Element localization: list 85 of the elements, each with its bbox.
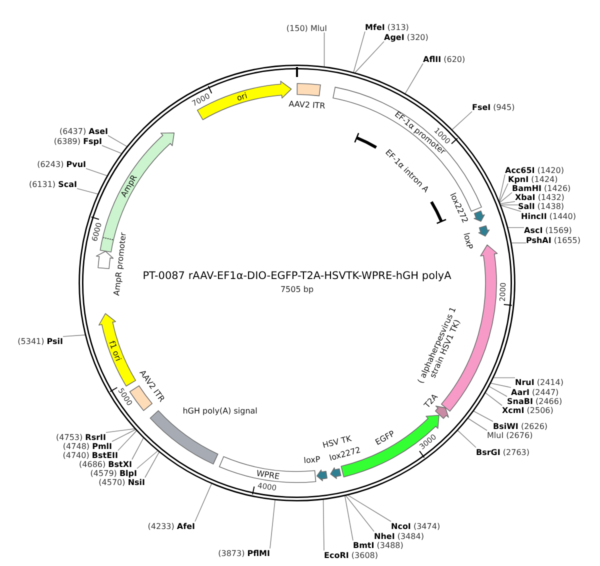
restriction-site-label: AflII (620) [423, 54, 466, 64]
leader-line [194, 482, 212, 522]
leader-line [467, 418, 488, 431]
restriction-site-label: (4740) BstEII [62, 450, 118, 460]
restriction-site-label: NruI (2414) [515, 378, 564, 386]
restriction-site-label: (150) MluI [286, 24, 327, 32]
restriction-site-label: XcmI (2506) [502, 406, 554, 414]
restriction-site-label: Acc65I (1420) [505, 166, 564, 174]
restriction-site-label: (4748) PmlI [62, 442, 112, 450]
leader-line [345, 494, 374, 532]
map-title: PT-0087 rAAV-EF1α-DIO-EGFP-T2A-HSVTK-WPRE-hGH polyA [142, 270, 452, 282]
leader-line [132, 437, 144, 460]
leader-line [451, 111, 472, 130]
restriction-site-label: BmtI (3488) [353, 540, 404, 550]
restriction-site-label: NheI (3484) [374, 532, 424, 540]
leader-line [112, 428, 136, 442]
restriction-site-label: AgeI (320) [384, 32, 428, 42]
restriction-site-label: (6243) PvuI [37, 160, 86, 168]
feature-label: T2A [422, 392, 439, 410]
restriction-site-label: (4753) RsrII [56, 432, 106, 442]
restriction-site-label: NcoI (3474) [391, 522, 440, 530]
leader-line [498, 183, 508, 203]
leader-line [76, 188, 99, 195]
leader-line [344, 494, 354, 541]
leader-line [118, 430, 138, 451]
plasmid-feature [329, 466, 343, 481]
restriction-site-label: (3873) PflMI [218, 548, 270, 558]
feature-bar [295, 82, 322, 98]
leader-line [510, 242, 526, 244]
restriction-site-label: (4570) NsiI [98, 478, 145, 486]
restriction-site-label: BamHI (1426) [512, 184, 571, 192]
restriction-site-label: KpnI (1424) [508, 174, 558, 184]
leader-line [353, 31, 366, 74]
restriction-site-label: XbaI (1432) [515, 192, 564, 202]
plasmid-feature [477, 224, 491, 238]
restriction-site-label: (5341) PsiI [18, 336, 63, 346]
restriction-site-label: BsrGI (2763) [476, 448, 530, 456]
restriction-site-label: (4233) AfeI [148, 522, 195, 530]
leader-line [472, 410, 494, 422]
leader-line [457, 430, 476, 448]
restriction-site-label: AarI (2447) [511, 388, 559, 396]
restriction-site-label: HincII (1440) [521, 212, 576, 220]
leader-line [498, 174, 506, 202]
restriction-site-label: (4686) BstXI [79, 460, 132, 468]
sequence-length-label: 7505 bp [280, 286, 314, 294]
leader-line [144, 451, 160, 478]
restriction-site-label: SalI (1438) [518, 202, 564, 210]
restriction-site-label: BsiWI (2626) [493, 422, 548, 430]
feature-label: loxP [303, 455, 320, 466]
leader-line [108, 135, 128, 148]
leader-line [488, 386, 508, 397]
restriction-site-label: SnaBI (2466) [507, 396, 562, 406]
plasmid-feature [315, 468, 329, 483]
plasmid-feature [94, 249, 115, 271]
feature-label: hGH poly(A) signal [182, 406, 258, 416]
leader-line [507, 227, 524, 228]
feature-label: loxP [462, 232, 474, 250]
leader-line [404, 63, 424, 94]
leader-line [86, 168, 108, 176]
leader-line [270, 499, 276, 549]
leader-line [500, 204, 522, 212]
leader-line [62, 334, 86, 337]
restriction-site-label: AscI (1569) [524, 226, 572, 234]
leader-line [136, 450, 158, 469]
plasmid-feature [472, 209, 486, 223]
leader-line [324, 32, 325, 68]
leader-line [322, 498, 324, 551]
leader-line [499, 192, 512, 204]
restriction-site-label: EcoRI (3608) [324, 550, 378, 560]
leader-line [490, 382, 512, 388]
leader-line [354, 41, 384, 74]
leader-line [102, 145, 122, 154]
leader-line [499, 201, 516, 204]
leader-line [492, 377, 516, 378]
leader-line [500, 204, 518, 206]
restriction-site-label: MluI (2676) [487, 430, 533, 440]
restriction-site-label: MfeI (313) [365, 22, 409, 32]
plasmid-feature: f1 ori [97, 312, 138, 388]
leader-line [346, 494, 392, 522]
leader-line [484, 392, 502, 406]
restriction-site-label: (4579) BlpI [90, 468, 137, 478]
restriction-site-label: (6131) ScaI [28, 180, 77, 188]
leader-line [106, 428, 136, 433]
feature-label: lox2272 [328, 446, 362, 464]
restriction-site-label: PshAI (1655) [526, 236, 581, 244]
